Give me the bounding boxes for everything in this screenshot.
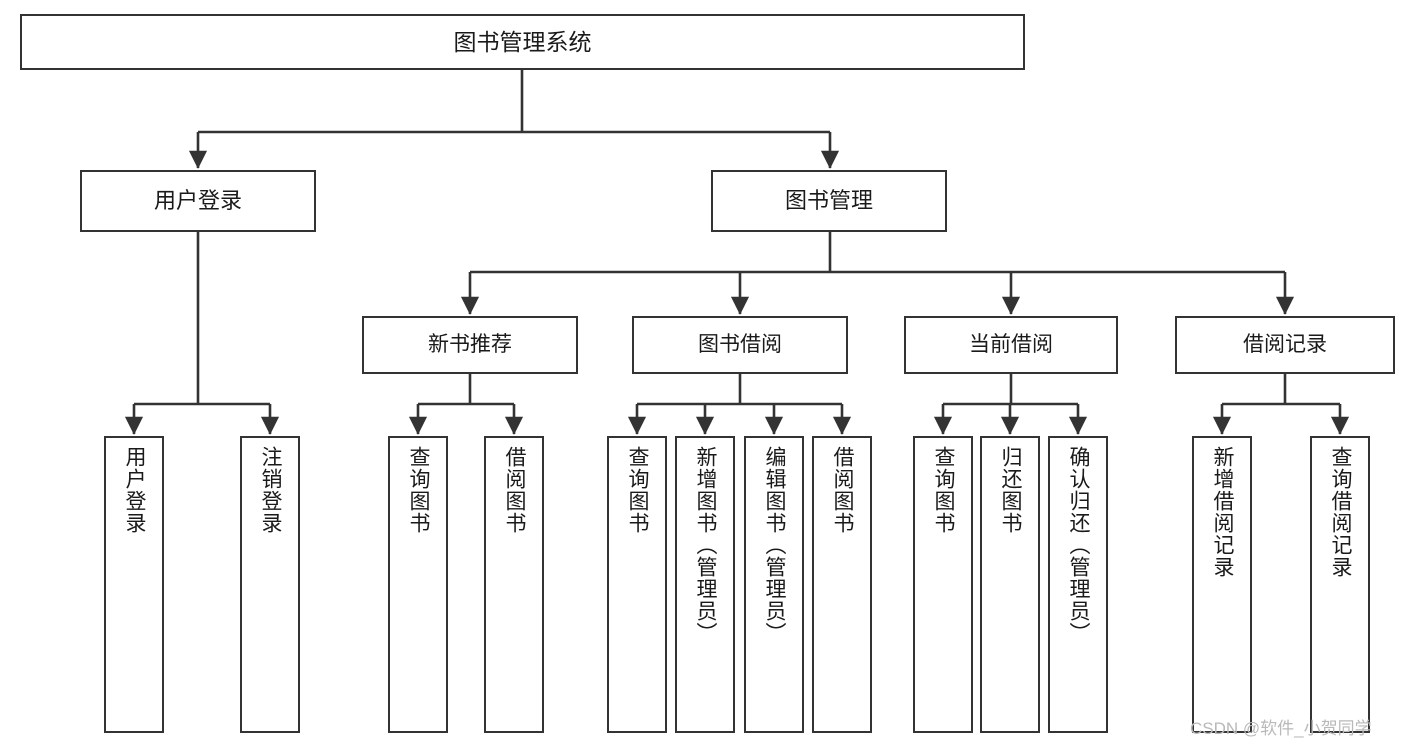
node-borrow-record-label: 借阅记录 — [1243, 333, 1327, 357]
leaf-add-book[interactable]: 新增图书（管理员） — [675, 436, 735, 733]
node-book-manage[interactable]: 图书管理 — [711, 170, 947, 232]
leaf-add-record-label: 新增借阅记录 — [1211, 446, 1235, 578]
leaf-query-record[interactable]: 查询借阅记录 — [1310, 436, 1370, 733]
leaf-return-book-label: 归还图书 — [999, 446, 1023, 534]
leaf-add-record[interactable]: 新增借阅记录 — [1192, 436, 1252, 733]
node-book-borrow-label: 图书借阅 — [698, 333, 782, 357]
node-user-login[interactable]: 用户登录 — [80, 170, 316, 232]
leaf-borrow-book-1-label: 借阅图书 — [503, 446, 527, 534]
node-current-borrow[interactable]: 当前借阅 — [904, 316, 1118, 374]
leaf-query-book-1[interactable]: 查询图书 — [388, 436, 448, 733]
node-book-manage-label: 图书管理 — [784, 187, 873, 213]
leaf-edit-book-label: 编辑图书（管理员） — [763, 446, 787, 644]
node-borrow-record[interactable]: 借阅记录 — [1175, 316, 1395, 374]
node-root[interactable]: 图书管理系统 — [20, 14, 1025, 70]
leaf-logout[interactable]: 注销登录 — [240, 436, 300, 733]
leaf-confirm-return[interactable]: 确认归还（管理员） — [1048, 436, 1108, 733]
node-book-borrow[interactable]: 图书借阅 — [632, 316, 848, 374]
leaf-query-book-2-label: 查询图书 — [626, 446, 650, 534]
leaf-query-book-3[interactable]: 查询图书 — [913, 436, 973, 733]
leaf-return-book[interactable]: 归还图书 — [980, 436, 1040, 733]
leaf-query-book-1-label: 查询图书 — [407, 446, 431, 534]
leaf-query-book-2[interactable]: 查询图书 — [607, 436, 667, 733]
leaf-borrow-book-2-label: 借阅图书 — [831, 446, 855, 534]
leaf-edit-book[interactable]: 编辑图书（管理员） — [744, 436, 804, 733]
leaf-confirm-return-label: 确认归还（管理员） — [1067, 446, 1091, 644]
node-new-book-rec-label: 新书推荐 — [428, 333, 512, 357]
node-current-borrow-label: 当前借阅 — [969, 333, 1053, 357]
leaf-query-book-3-label: 查询图书 — [932, 446, 956, 534]
node-new-book-rec[interactable]: 新书推荐 — [362, 316, 578, 374]
leaf-user-login-label: 用户登录 — [123, 446, 147, 534]
node-user-login-label: 用户登录 — [153, 187, 242, 213]
leaf-add-book-label: 新增图书（管理员） — [694, 446, 718, 644]
leaf-borrow-book-2[interactable]: 借阅图书 — [812, 436, 872, 733]
leaf-borrow-book-1[interactable]: 借阅图书 — [484, 436, 544, 733]
leaf-user-login[interactable]: 用户登录 — [104, 436, 164, 733]
node-root-label: 图书管理系统 — [453, 28, 592, 55]
leaf-query-record-label: 查询借阅记录 — [1329, 446, 1353, 578]
leaf-logout-label: 注销登录 — [259, 446, 283, 534]
